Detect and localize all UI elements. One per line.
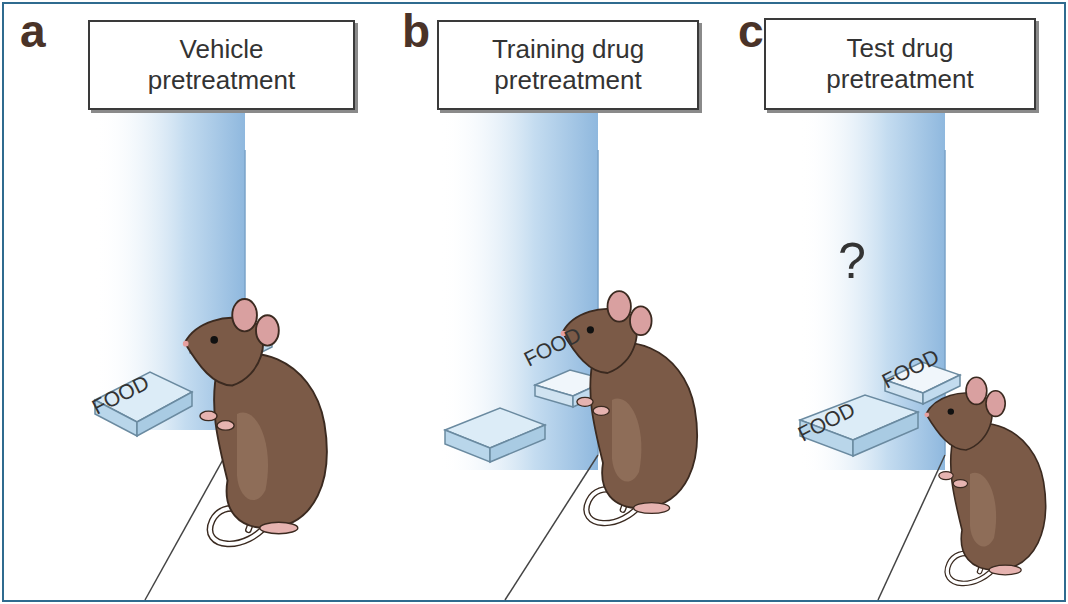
box-text: Vehicle pretreatment: [122, 34, 322, 96]
mouse: [561, 291, 697, 523]
process-box: Vehicle pretreatment: [88, 20, 355, 110]
lever-side: [853, 412, 918, 456]
cage-wall: [440, 110, 598, 470]
box-text: Training drug pretreatment: [468, 34, 668, 96]
floor-line: [878, 455, 945, 600]
lever-side: [137, 392, 192, 436]
floor-line: [505, 455, 598, 600]
lever-side: [490, 425, 545, 462]
panel-label: c: [738, 4, 764, 58]
box-text: Test drug pretreatment: [800, 33, 1000, 95]
panel-label: a: [20, 4, 46, 58]
lever-front: [535, 385, 573, 407]
mouse: [183, 299, 327, 544]
process-box: Test drug pretreatment: [764, 18, 1036, 110]
panel-label: b: [402, 4, 430, 58]
panel-label: ?: [838, 232, 866, 290]
mouse: [924, 377, 1045, 583]
lever-front: [445, 430, 490, 462]
process-box: Training drug pretreatment: [437, 20, 699, 110]
outer-frame: [3, 3, 1065, 601]
